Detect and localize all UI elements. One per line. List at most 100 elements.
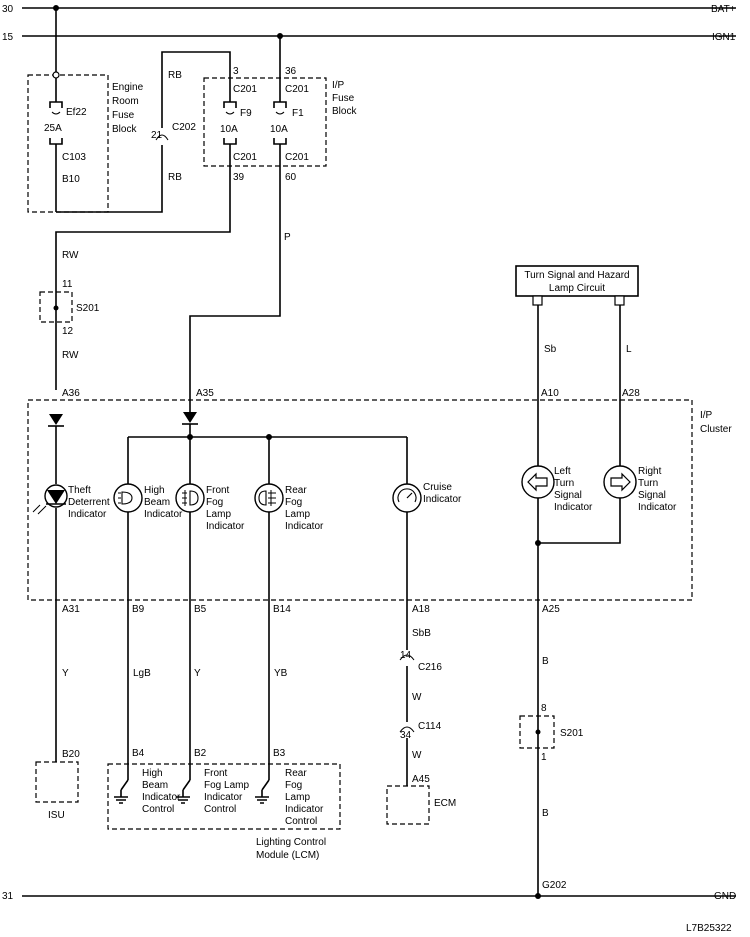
isu-module-box — [35, 761, 79, 803]
lcm-rear-fog-label-5: Control — [285, 816, 317, 827]
theft-indicator-label-1: Theft — [68, 485, 91, 496]
lcm-pin-b2: B2 — [194, 748, 207, 759]
f1-conn-top: C201 — [285, 84, 309, 95]
front-fog-indicator-label-3: Lamp — [206, 509, 231, 520]
front-fog-icon-rays — [182, 490, 187, 506]
s201-top-pin-out: 12 — [62, 326, 74, 337]
high-beam-indicator-label-2: Beam — [144, 497, 170, 508]
rear-fog-indicator-label-1: Rear — [285, 485, 307, 496]
lcm-title-1: Lighting Control — [256, 837, 326, 848]
lcm-rear-fog-label-4: Indicator — [285, 804, 324, 815]
lcm-high-beam-switch-ground — [114, 779, 129, 804]
engine-fuse-block-outline — [27, 74, 109, 213]
lcm-high-beam-label-1: High — [142, 768, 163, 779]
c114-pin: 34 — [400, 730, 412, 741]
ecm-module-box — [386, 785, 430, 825]
diode-theft — [49, 414, 63, 425]
lcm-rear-fog-label-3: Lamp — [285, 792, 310, 803]
front-fog-icon — [189, 490, 199, 506]
ip-fuse-title-3: Block — [332, 106, 357, 117]
left-turn-indicator-label-1: Left — [554, 466, 571, 477]
rear-fog-indicator-label-4: Indicator — [285, 521, 324, 532]
wire-y-front: Y — [194, 668, 201, 679]
cruise-indicator-label-2: Indicator — [423, 494, 462, 505]
wire-w2: W — [412, 750, 422, 761]
lcm-pin-b3: B3 — [273, 748, 286, 759]
f9-pin-top: 3 — [233, 66, 239, 77]
front-fog-indicator-label-4: Indicator — [206, 521, 245, 532]
isu-label: ISU — [48, 810, 65, 821]
left-turn-indicator-label-4: Indicator — [554, 502, 593, 513]
c216-label: C216 — [418, 662, 442, 673]
rear-fog-icon-rays — [268, 490, 276, 506]
f9-fuse-rating: 10A — [220, 124, 238, 135]
f1-fuse-rating: 10A — [270, 124, 288, 135]
ef22-fuse-leads — [49, 78, 63, 212]
wire-sbb: SbB — [412, 628, 431, 639]
pin-a31: A31 — [62, 604, 80, 615]
turn-signal-box-line-2: Lamp Circuit — [549, 283, 605, 294]
left-turn-indicator-lamp — [521, 465, 555, 499]
lcm-front-fog-label-1: Front — [204, 768, 228, 779]
cruise-icon-needle — [406, 492, 413, 499]
s201-bottom-label: S201 — [560, 728, 584, 739]
ip-fuse-block-outline — [203, 77, 327, 167]
f9-fuse-name: F9 — [240, 108, 252, 119]
left-turn-indicator-label-3: Signal — [554, 490, 582, 501]
theft-led-triangle — [47, 490, 65, 504]
turn-junction-dot — [535, 540, 541, 546]
high-beam-icon-rays — [118, 492, 121, 504]
cruise-icon — [397, 488, 417, 503]
wire-b2: B — [542, 808, 549, 819]
c216-pin: 14 — [400, 650, 412, 661]
wire-w1: W — [412, 692, 422, 703]
wire-rb-mid: RB — [168, 172, 182, 183]
right-turn-indicator-label-3: Signal — [638, 490, 666, 501]
wire-rb-loop — [56, 51, 231, 213]
c114-connector-arc — [399, 726, 415, 733]
s201-bottom-pin-in: 8 — [541, 703, 547, 714]
high-beam-indicator-label-1: High — [144, 485, 165, 496]
engine-fuse-title-1: Engine — [112, 82, 144, 93]
ef22-fuse-name: Ef22 — [66, 107, 87, 118]
cluster-internal-bus — [127, 424, 408, 484]
s201-top-splice-box — [39, 291, 73, 323]
turn-signal-wiring — [537, 305, 621, 896]
front-fog-indicator-label-2: Fog — [206, 497, 223, 508]
gnd-rail-label: GND — [714, 891, 736, 902]
pin-a36: A36 — [62, 388, 80, 399]
c202-label: C202 — [172, 122, 196, 133]
pin-a10: A10 — [541, 388, 559, 399]
figure-code: L7B25322 — [686, 923, 732, 934]
rear-fog-indicator-label-3: Lamp — [285, 509, 310, 520]
wire-lgb: LgB — [133, 668, 151, 679]
lcm-title-2: Module (LCM) — [256, 850, 319, 861]
b10-pin: B10 — [62, 174, 80, 185]
right-turn-indicator-label-2: Turn — [638, 478, 658, 489]
ip-fuse-title-1: I/P — [332, 80, 345, 91]
wire-rw-top: RW — [62, 250, 79, 261]
wire-sb: Sb — [544, 344, 557, 355]
wire-b1: B — [542, 656, 549, 667]
right-turn-indicator-label-1: Right — [638, 466, 662, 477]
f1-fuse-and-p-wire — [189, 36, 287, 412]
pin-b14: B14 — [273, 604, 291, 615]
c216-connector-arc — [399, 654, 415, 661]
bus-junction-front — [187, 434, 193, 440]
s201-top-pin-in: 11 — [62, 279, 73, 290]
turn-box-terminal-right — [614, 295, 625, 306]
f9-fuse-arc — [225, 111, 235, 115]
wire-yb: YB — [274, 668, 288, 679]
high-beam-indicator-label-3: Indicator — [144, 509, 183, 520]
lcm-front-fog-switch-ground — [176, 779, 191, 804]
front-fog-indicator-label-1: Front — [206, 485, 230, 496]
turn-signal-box-line-1: Turn Signal and Hazard — [524, 270, 629, 281]
cluster-output-wires — [55, 508, 408, 786]
lcm-front-fog-label-4: Control — [204, 804, 236, 815]
pin-a25: A25 — [542, 604, 560, 615]
ecm-pin: A45 — [412, 774, 430, 785]
gnd-rail-number: 31 — [2, 891, 14, 902]
theft-led-rays — [32, 504, 47, 515]
left-arrow-icon — [527, 472, 548, 492]
wire-rb-top: RB — [168, 70, 182, 81]
